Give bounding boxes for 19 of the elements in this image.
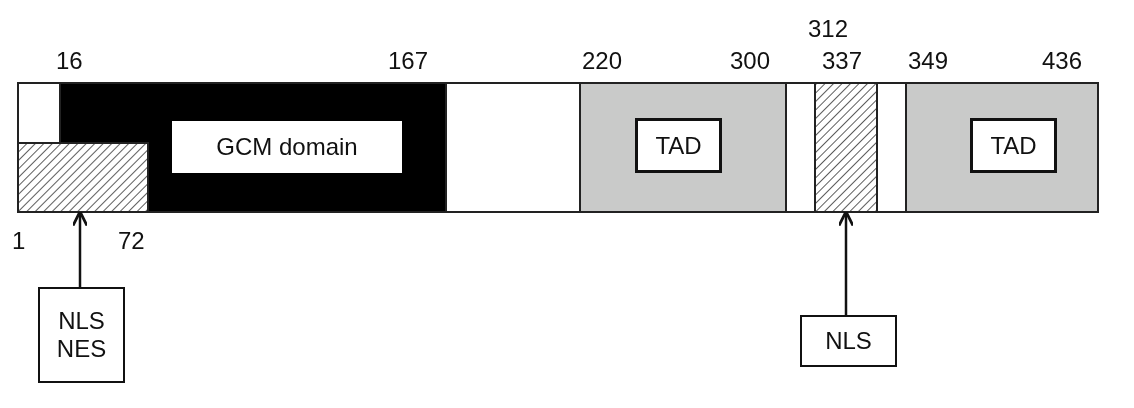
residue-number: 436: [1042, 48, 1083, 74]
residue-number: 300: [730, 48, 771, 74]
domain-label: GCM domain: [172, 121, 402, 173]
residue-number: 1: [12, 228, 26, 254]
residue-number: 220: [582, 48, 623, 74]
residue-number: 72: [118, 228, 145, 254]
domain-label: TAD: [635, 118, 722, 173]
residue-number: 312: [808, 16, 849, 42]
motif-box: NLS NES: [38, 287, 125, 383]
arrow: [71, 210, 89, 287]
hatched-region: [814, 82, 878, 213]
residue-number: 337: [822, 48, 863, 74]
arrow: [837, 210, 855, 315]
residue-number: 16: [56, 48, 83, 74]
residue-number: 349: [908, 48, 949, 74]
residue-number: 167: [388, 48, 429, 74]
motif-box: NLS: [800, 315, 897, 367]
hatched-region: [17, 142, 149, 213]
domain-label: TAD: [970, 118, 1057, 173]
